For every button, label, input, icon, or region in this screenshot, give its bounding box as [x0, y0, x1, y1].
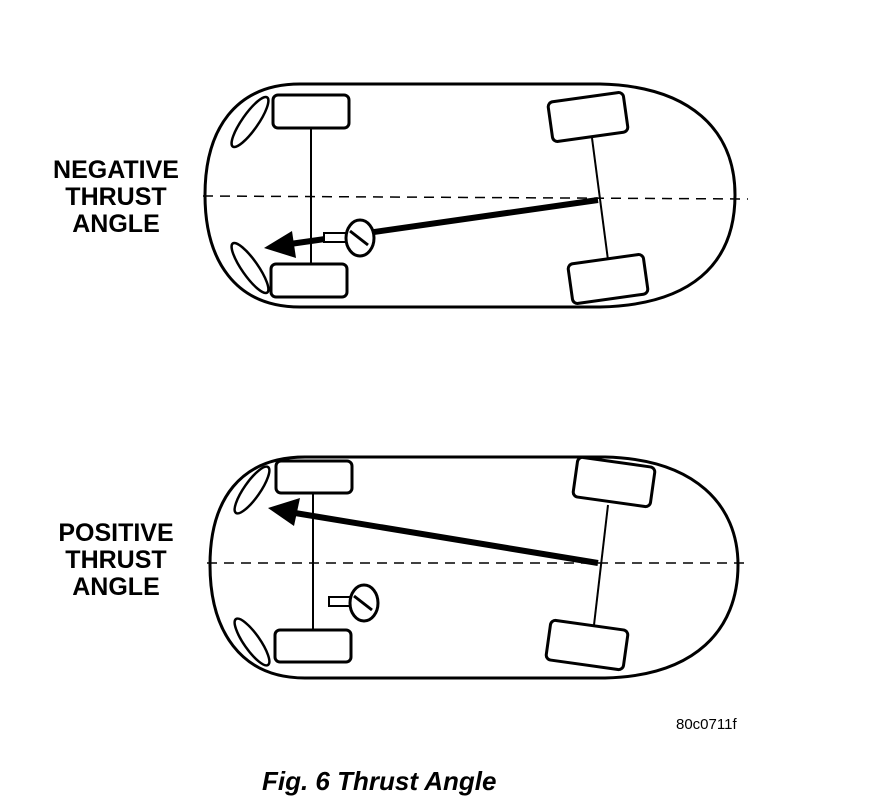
rear-axle	[591, 137, 609, 261]
front-wheel-left	[271, 93, 351, 130]
car-body-outline	[203, 82, 737, 309]
front-left-light	[230, 95, 270, 149]
thrust-arrowhead	[268, 498, 300, 526]
front-right-light	[233, 617, 271, 667]
label-line: POSITIVE	[58, 519, 174, 547]
front-wheel-left	[274, 459, 354, 495]
car-body-outline	[208, 455, 740, 680]
steering-wheel-icon	[328, 583, 380, 623]
label-line: THRUST	[65, 546, 167, 574]
figure-caption: Fig. 6 Thrust Angle	[262, 766, 497, 796]
thrust-line	[294, 510, 599, 566]
steering-wheel-icon	[323, 218, 376, 258]
label-line: NEGATIVE	[53, 156, 179, 184]
positive-thrust-angle-label: POSITIVE THRUST ANGLE	[16, 520, 216, 601]
front-wheel-right	[269, 262, 349, 299]
rear-wheel-right	[544, 618, 630, 672]
label-line: THRUST	[65, 183, 167, 211]
figure-code: 80c0711f	[676, 716, 737, 733]
rear-axle	[593, 504, 609, 626]
rear-wheel-left	[571, 455, 657, 509]
front-right-light	[230, 241, 270, 295]
positive-thrust-car	[207, 455, 746, 680]
label-line: ANGLE	[72, 210, 160, 238]
car-centerline	[202, 195, 749, 200]
front-wheel-right	[273, 628, 353, 664]
front-left-light	[233, 465, 271, 515]
label-line: ANGLE	[72, 573, 160, 601]
negative-thrust-angle-label: NEGATIVE THRUST ANGLE	[16, 157, 216, 238]
negative-thrust-car	[202, 82, 749, 309]
rear-wheel-left	[546, 91, 630, 143]
rear-wheel-right	[566, 253, 650, 305]
thrust-arrowhead	[264, 231, 296, 258]
